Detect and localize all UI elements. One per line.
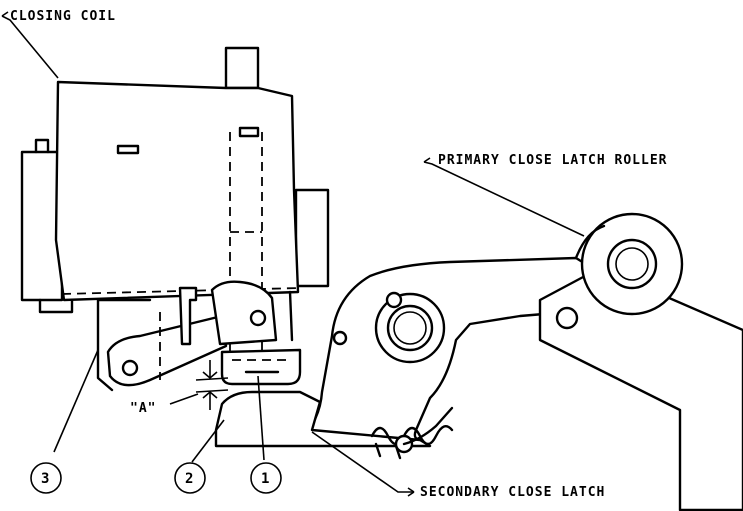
primary-close-latch (298, 212, 743, 511)
callout-2: 2 (174, 419, 225, 494)
closing-coil-assembly (20, 46, 330, 392)
callout-1-number: 1 (261, 471, 269, 487)
gap-a-label: "A" (130, 401, 156, 416)
secondary-close-latch (214, 390, 454, 460)
callout-1: 1 (250, 375, 282, 494)
callout-3-number: 3 (41, 471, 49, 487)
secondary-latch-label: SECONDARY CLOSE LATCH (420, 485, 605, 500)
gap-a-dimension: "A" (130, 360, 229, 416)
secondary-latch-callout: SECONDARY CLOSE LATCH (311, 431, 605, 500)
closing-coil-label: CLOSING COIL (10, 9, 116, 24)
callout-2-number: 2 (185, 471, 193, 487)
primary-roller-label: PRIMARY CLOSE LATCH ROLLER (438, 153, 668, 168)
callout-3: 3 (30, 349, 99, 494)
primary-roller-callout: PRIMARY CLOSE LATCH ROLLER (423, 153, 668, 237)
closing-coil-callout: CLOSING COIL (1, 9, 116, 79)
